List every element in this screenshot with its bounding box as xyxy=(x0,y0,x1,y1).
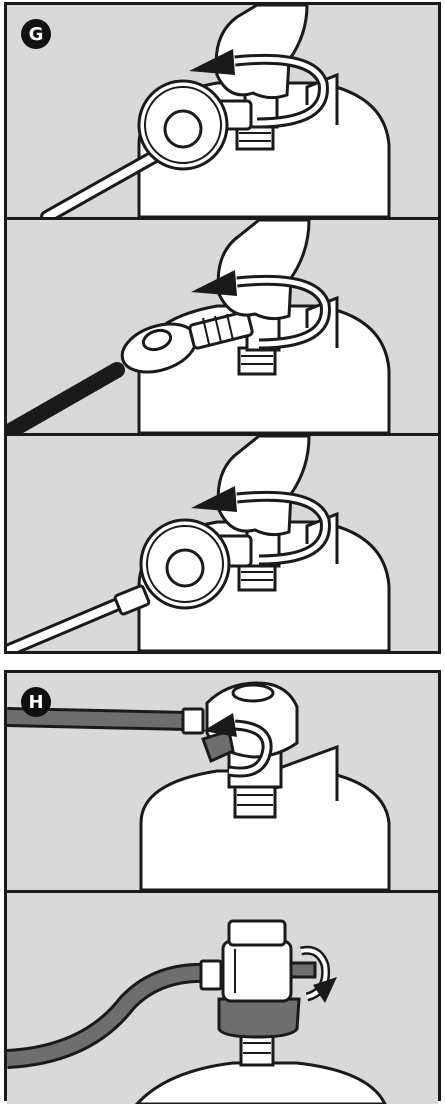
step-h-panel-1 xyxy=(7,673,438,890)
regulator-icon xyxy=(201,921,315,1037)
step-h-group: H xyxy=(4,670,441,1101)
step-g-panel-1 xyxy=(7,5,438,217)
illustration-pigtail-hose-connection xyxy=(7,220,438,433)
illustration-round-regulator-connection xyxy=(7,5,438,217)
hand-icon xyxy=(218,220,309,319)
hose-icon xyxy=(7,370,117,433)
illustration-regulator-side-lever xyxy=(7,893,438,1104)
illustration-round-regulator-hose-connection xyxy=(7,436,438,651)
step-g-group: G xyxy=(4,2,441,654)
gas-tank-icon xyxy=(137,1063,385,1104)
step-g-panel-2 xyxy=(7,220,438,433)
illustration-clip-on-regulator-lever xyxy=(7,673,438,890)
hand-icon xyxy=(218,436,309,535)
step-g-panel-3 xyxy=(7,436,438,651)
step-h-panel-2 xyxy=(7,893,438,1104)
hose-icon xyxy=(7,717,187,721)
step-badge-h: H xyxy=(21,687,51,717)
step-badge-g: G xyxy=(21,19,51,49)
